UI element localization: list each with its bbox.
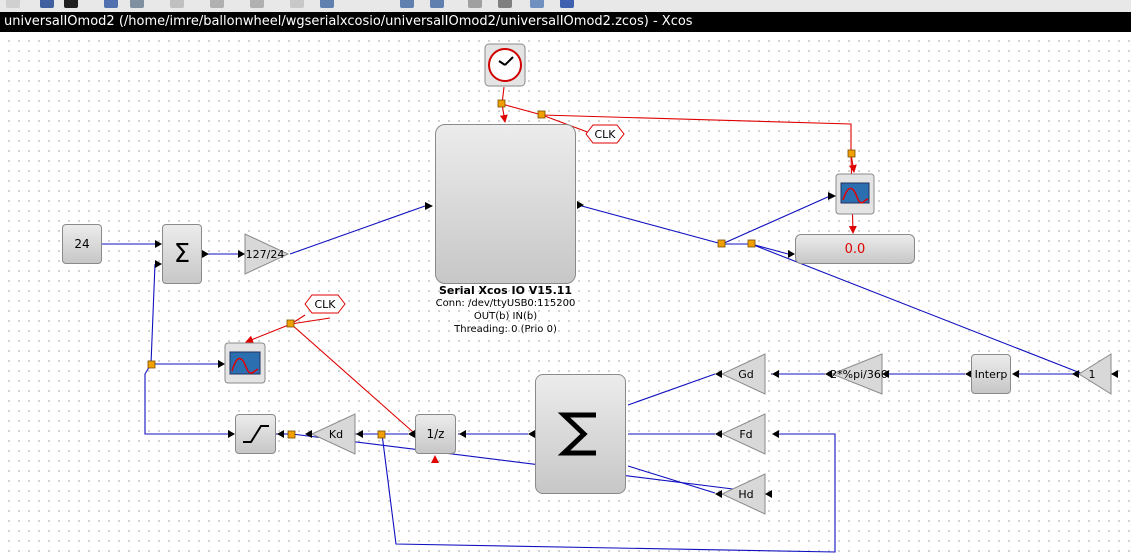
gain-pi[interactable]: 2*%pi/360 (830, 353, 888, 395)
cut-icon[interactable] (170, 0, 184, 8)
clk-tag-top-label: CLK (594, 128, 616, 141)
port-arrows (155, 192, 1118, 498)
serial-block-threading: Threading: 0 (Prio 0) (454, 324, 557, 335)
sum-sigma-icon (557, 412, 596, 456)
scope-block-mid[interactable] (224, 342, 266, 384)
display-block[interactable]: 0.0 (795, 234, 915, 264)
clock-block[interactable] (484, 43, 526, 87)
gain-fd[interactable]: Fd (720, 413, 766, 455)
scope-plot-icon (842, 187, 869, 204)
clock-hand-icon (504, 56, 514, 66)
clk-tag-mid[interactable]: CLK (304, 294, 346, 314)
svg-text:Fd: Fd (739, 428, 752, 441)
svg-text:2*%pi/360: 2*%pi/360 (830, 368, 888, 381)
svg-text:Gd: Gd (738, 368, 754, 381)
sum-icon: Σ (173, 239, 191, 269)
saturation-icon (242, 425, 269, 443)
split-points[interactable] (147, 99, 856, 439)
new-icon[interactable] (6, 0, 20, 8)
diagram-canvas[interactable]: CLK CLK 127/24 Kd Gd (0, 32, 1131, 560)
open-icon[interactable] (40, 0, 54, 8)
sum-block[interactable]: Σ (162, 224, 202, 284)
window-title: universalIOmod2 (/home/imre/ballonwheel/… (0, 12, 1131, 32)
scope-plot-icon (231, 357, 259, 374)
svg-text:127/24: 127/24 (246, 248, 285, 261)
const-24-label: 24 (74, 237, 90, 251)
data-links[interactable] (102, 195, 1084, 553)
zoom-in-icon[interactable] (320, 0, 334, 8)
gain-hd[interactable]: Hd (720, 473, 766, 515)
interp-block[interactable]: Interp (971, 354, 1011, 394)
svg-text:Kd: Kd (329, 428, 343, 441)
clk-tag-top[interactable]: CLK (585, 124, 625, 144)
svg-text:1: 1 (1089, 368, 1096, 381)
big-sum-block[interactable] (535, 374, 626, 494)
fit-icon[interactable] (290, 0, 304, 8)
print-icon[interactable] (130, 0, 144, 8)
gain-one[interactable]: 1 (1078, 353, 1112, 395)
clk-tag-mid-label: CLK (314, 298, 336, 311)
serial-block-io: OUT(b) IN(b) (473, 311, 538, 322)
saturation-block[interactable] (235, 414, 276, 454)
event-input-arrow (431, 455, 439, 463)
undo-icon[interactable] (210, 0, 224, 8)
start-icon[interactable] (468, 0, 482, 8)
svg-text:Hd: Hd (738, 488, 753, 501)
stop-icon[interactable] (498, 0, 512, 8)
save-icon[interactable] (64, 0, 78, 8)
unit-delay-label: 1/z (426, 427, 445, 441)
toolbar (0, 0, 1131, 12)
serial-block-conn: Conn: /dev/ttyUSB0:115200 (435, 298, 576, 309)
zoom-out-icon[interactable] (400, 0, 414, 8)
save-as-icon[interactable] (104, 0, 118, 8)
display-value: 0.0 (844, 241, 866, 257)
fit-diagram-icon[interactable] (430, 0, 444, 8)
unit-delay-block[interactable]: 1/z (415, 414, 456, 454)
gain-kd[interactable]: Kd (310, 413, 356, 455)
const-24-block[interactable]: 24 (62, 224, 102, 264)
redo-icon[interactable] (250, 0, 264, 8)
scope-block-top[interactable] (835, 173, 875, 215)
gain-gd[interactable]: Gd (720, 353, 766, 395)
settings-icon[interactable] (530, 0, 544, 8)
help-icon[interactable] (560, 0, 574, 8)
serial-xcos-io-block[interactable] (435, 124, 576, 284)
interp-label: Interp (974, 367, 1008, 381)
serial-block-title: Serial Xcos IO V15.11 (438, 284, 573, 297)
gain-127-24[interactable]: 127/24 (244, 233, 290, 275)
